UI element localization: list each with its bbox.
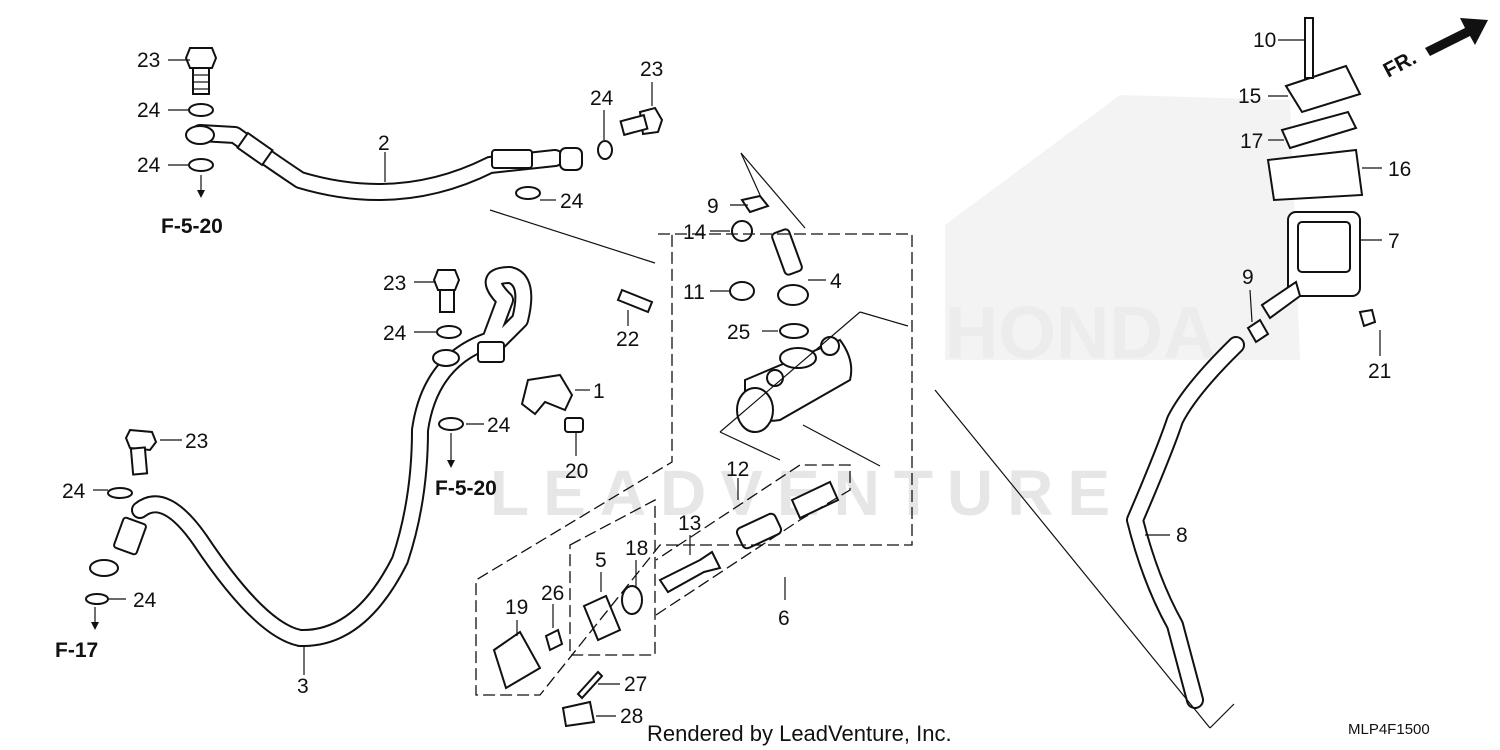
callout-24: 24 xyxy=(137,154,161,177)
callout-23: 23 xyxy=(383,272,406,295)
reservoir xyxy=(1246,17,1377,344)
ref-f-17: F-17 xyxy=(55,639,98,662)
callout-18: 18 xyxy=(625,537,648,560)
callout-8: 8 xyxy=(1176,524,1188,547)
credit-text: Rendered by LeadVenture, Inc. xyxy=(647,721,952,746)
reservoir-hose xyxy=(1126,336,1245,709)
honda-logo-text: HONDA xyxy=(945,291,1216,374)
hose-clamp xyxy=(520,373,584,433)
callout-10: 10 xyxy=(1253,29,1276,52)
banjo-bolt-upper-left xyxy=(184,47,218,95)
front-indicator-text: FR. xyxy=(1380,46,1421,82)
callout-14: 14 xyxy=(683,221,707,244)
front-arrow-icon: FR. xyxy=(1380,18,1488,82)
diagram-code: MLP4F1500 xyxy=(1348,721,1430,738)
callout-24: 24 xyxy=(137,99,161,122)
callout-24: 24 xyxy=(487,414,511,437)
callout-2: 2 xyxy=(378,132,390,155)
banjo-bolt-mid xyxy=(432,269,464,431)
callout-25: 25 xyxy=(727,321,750,344)
callout-4: 4 xyxy=(830,270,842,293)
callout-23: 23 xyxy=(137,49,160,72)
callout-28: 28 xyxy=(620,705,643,728)
lower-hose xyxy=(89,266,533,648)
callout-24: 24 xyxy=(560,190,584,213)
assembly-outline xyxy=(475,152,913,696)
callout-13: 13 xyxy=(678,512,701,535)
callout-7: 7 xyxy=(1388,230,1400,253)
washer-icon xyxy=(188,103,214,117)
leader-lines xyxy=(93,39,1382,717)
callout-24: 24 xyxy=(590,87,614,110)
washer-icon xyxy=(188,158,214,172)
ref-f-5-20-lower: F-5-20 xyxy=(435,477,497,500)
callout-24: 24 xyxy=(62,480,86,503)
callout-26: 26 xyxy=(541,582,564,605)
callout-23: 23 xyxy=(185,430,208,453)
callout-19: 19 xyxy=(505,596,528,619)
callout-23: 23 xyxy=(640,58,663,81)
callout-16: 16 xyxy=(1388,158,1411,181)
callout-24: 24 xyxy=(383,322,407,345)
callout-5: 5 xyxy=(595,549,607,572)
callout-9: 9 xyxy=(1242,266,1254,289)
honda-logo-watermark: HONDA xyxy=(945,95,1300,374)
callout-1: 1 xyxy=(593,380,605,403)
callout-22: 22 xyxy=(616,328,639,351)
callout-20: 20 xyxy=(565,460,588,483)
banjo-bolt-upper-right xyxy=(515,106,664,200)
callout-27: 27 xyxy=(624,673,647,696)
callout-6: 6 xyxy=(778,607,790,630)
ref-f-5-20-upper: F-5-20 xyxy=(161,215,223,238)
upper-hose xyxy=(185,124,583,201)
callout-3: 3 xyxy=(297,675,309,698)
callout-17: 17 xyxy=(1240,130,1263,153)
callout-24: 24 xyxy=(133,589,157,612)
callout-15: 15 xyxy=(1238,85,1261,108)
callout-21: 21 xyxy=(1368,360,1391,383)
banjo-bolt-lower-left xyxy=(85,428,158,605)
master-cylinder-body xyxy=(736,336,853,433)
callout-11: 11 xyxy=(683,281,705,304)
callout-9: 9 xyxy=(707,195,719,218)
callout-12: 12 xyxy=(726,458,749,481)
